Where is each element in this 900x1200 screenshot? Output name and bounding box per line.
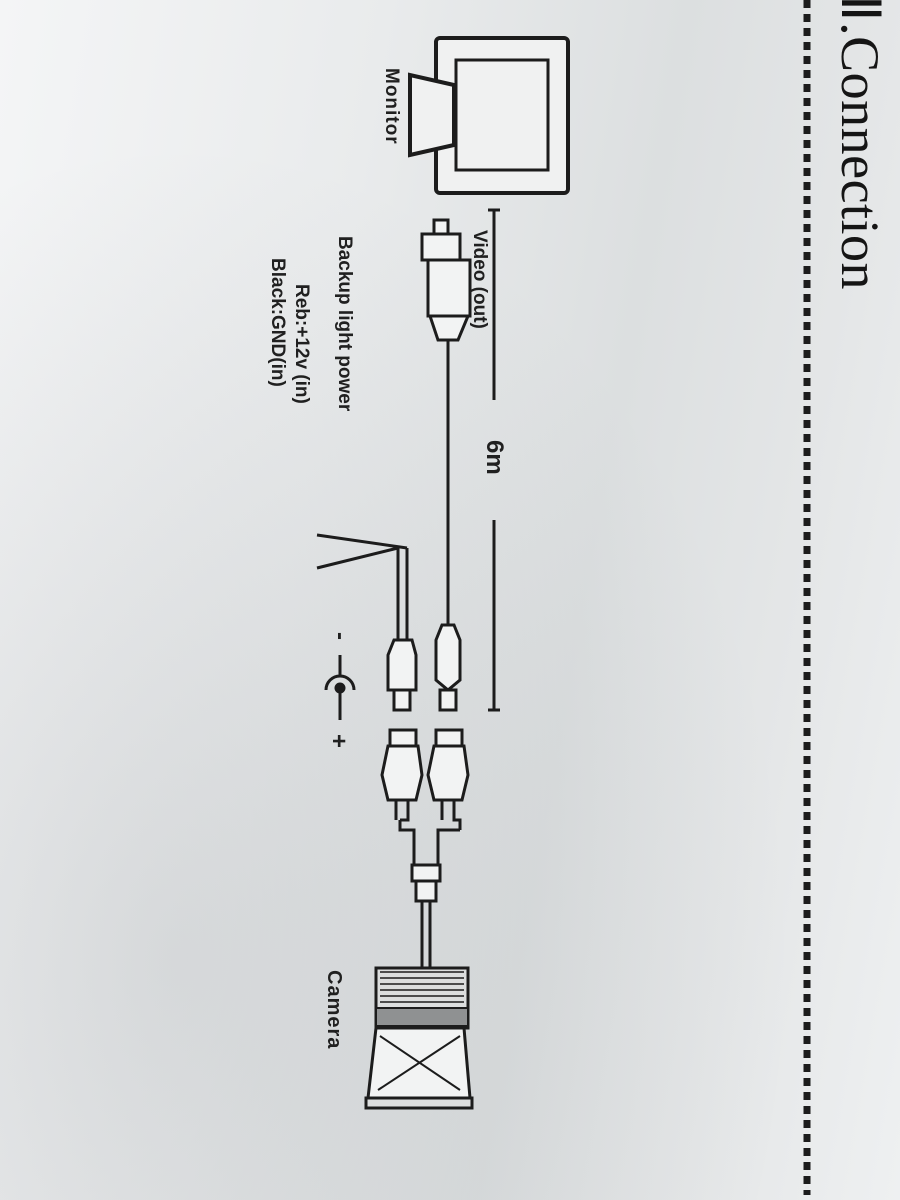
- length-label: 6m: [481, 440, 508, 475]
- cable-junction: [398, 820, 460, 980]
- camera-label: Camera: [323, 970, 345, 1050]
- power-cable: [316, 533, 424, 822]
- dc-polarity-symbol: [324, 655, 356, 720]
- length-dimension: [488, 208, 500, 712]
- video-out-label: Video (out): [469, 230, 490, 329]
- polarity-minus-label: -: [327, 632, 354, 640]
- camera-icon: [364, 966, 474, 1110]
- polarity-plus-label: +: [325, 734, 352, 749]
- monitor-icon: [408, 36, 570, 195]
- red-wire-label: Reb:+12v (in): [291, 284, 312, 404]
- black-wire-label: Black:GND(in): [267, 258, 288, 387]
- backup-light-power-label: Backup light power: [334, 236, 355, 412]
- video-cable: [426, 340, 470, 830]
- monitor-label: Monitor: [381, 68, 402, 145]
- video-rca-plug-icon: [420, 218, 472, 342]
